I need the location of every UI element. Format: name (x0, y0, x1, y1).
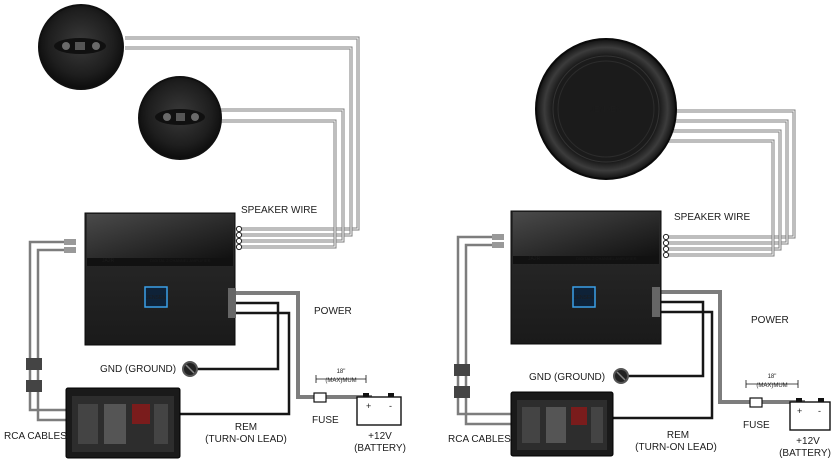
right-label-speaker-wire: SPEAKER WIRE (674, 212, 750, 223)
left-head-unit: JENSEN (65, 387, 181, 459)
right-label-ground: GND (GROUND) (529, 372, 605, 383)
right-label-power: POWER (751, 315, 789, 326)
left-label-battery: (BATTERY) (354, 443, 406, 454)
left-diagram: JA2R DIGITAL 2 CHANNEL AMPLIFIER JENSEN … (4, 4, 406, 459)
left-label-rca: RCA CABLES (4, 431, 67, 442)
left-rca-cables (26, 239, 80, 422)
right-label-rem-sub: (TURN-ON LEAD) (635, 442, 717, 453)
subwoofer-brand: JENSEN (590, 105, 622, 114)
svg-text:JA2R: JA2R (102, 258, 115, 264)
right-amp-brand: JENSEN (574, 295, 594, 301)
left-label-power: POWER (314, 306, 352, 317)
left-label-ground: GND (GROUND) (100, 364, 176, 375)
right-battery (789, 398, 831, 431)
left-battery (356, 393, 402, 426)
right-diagram: JENSEN JA2R DIGITAL 2 CHANNEL AMPLIFIER … (448, 38, 831, 459)
svg-text:JENSEN: JENSEN (90, 390, 106, 395)
left-label-speaker-wire: SPEAKER WIRE (241, 205, 317, 216)
left-label-battery-voltage: +12V (368, 431, 392, 442)
right-rca-cables (454, 234, 512, 426)
left-label-rem-sub: (TURN-ON LEAD) (205, 434, 287, 445)
svg-text:JENSEN: JENSEN (532, 394, 548, 399)
left-label-fuse: FUSE (312, 415, 339, 426)
left-amp-brand: JENSEN (146, 295, 166, 301)
right-label-battery-voltage: +12V (796, 436, 820, 447)
right-label-fuse: FUSE (743, 420, 770, 431)
left-battery-minus: - (389, 401, 392, 411)
right-label-fuse-distance-note: (MAX)MUM (756, 383, 787, 389)
right-label-battery: (BATTERY) (779, 448, 831, 459)
right-ground-terminal (613, 368, 629, 384)
right-amplifier: JA2R DIGITAL 2 CHANNEL AMPLIFIER JENSEN (510, 210, 670, 345)
right-label-rem: REM (667, 430, 689, 441)
left-speaker-1 (38, 4, 124, 90)
left-label-fuse-distance-note: (MAX)MUM (325, 378, 356, 384)
right-fuse-dimension (745, 380, 799, 388)
right-battery-minus: - (818, 406, 821, 416)
left-speaker-2 (138, 76, 222, 160)
left-ground-wire (196, 301, 280, 371)
left-rem-wire (180, 311, 291, 416)
left-ground-terminal (182, 361, 198, 377)
right-speaker-wires (667, 109, 796, 257)
right-label-fuse-distance: 18" (768, 374, 777, 380)
svg-text:DIGITAL 2 CHANNEL AMPLIFIER: DIGITAL 2 CHANNEL AMPLIFIER (150, 258, 211, 263)
left-amplifier: JA2R DIGITAL 2 CHANNEL AMPLIFIER JENSEN (84, 212, 243, 346)
right-head-unit: JENSEN (510, 391, 614, 457)
right-fuse (749, 397, 763, 408)
left-battery-plus: + (366, 401, 371, 411)
left-fuse (313, 392, 327, 403)
svg-text:JA2R: JA2R (528, 256, 541, 262)
left-fuse-dimension (315, 375, 367, 383)
right-ground-wire (627, 300, 705, 378)
left-speaker-wires (125, 36, 360, 249)
svg-text:DIGITAL 2 CHANNEL AMPLIFIER: DIGITAL 2 CHANNEL AMPLIFIER (576, 256, 637, 261)
right-label-rca: RCA CABLES (448, 434, 511, 445)
left-label-rem: REM (235, 422, 257, 433)
left-label-fuse-distance: 18" (337, 369, 346, 375)
right-battery-plus: + (797, 406, 802, 416)
right-subwoofer: JENSEN (535, 38, 677, 180)
right-rem-wire (610, 310, 714, 420)
